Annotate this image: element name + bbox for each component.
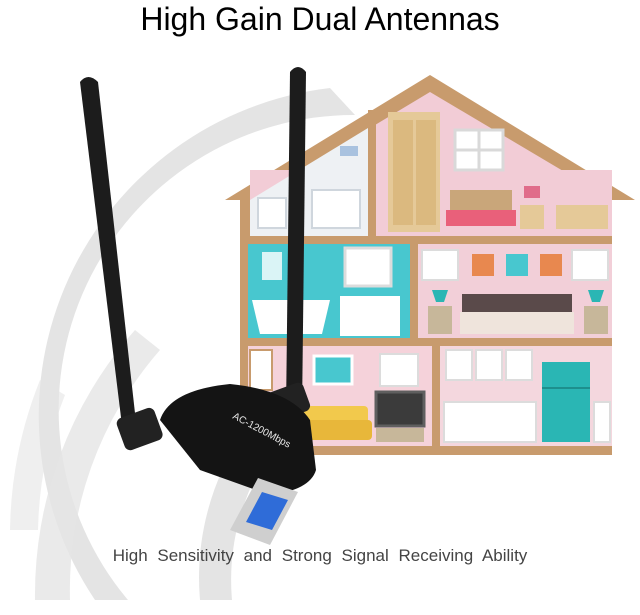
adapter-body bbox=[160, 384, 316, 495]
right-antenna bbox=[286, 67, 306, 412]
fridge bbox=[542, 362, 590, 442]
tv bbox=[374, 390, 426, 428]
wifi-adapter: AC-1200Mbps bbox=[80, 67, 316, 545]
crib bbox=[311, 189, 361, 229]
caption: High Sensitivity and Strong Signal Recei… bbox=[112, 546, 528, 565]
house-cutaway bbox=[225, 75, 635, 455]
headline: High Gain Dual Antennas bbox=[140, 1, 500, 37]
left-antenna bbox=[80, 77, 138, 442]
